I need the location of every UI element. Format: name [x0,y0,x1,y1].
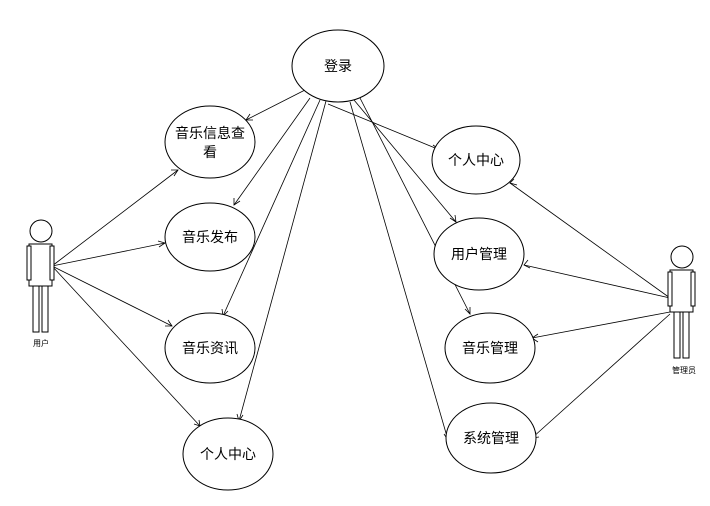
actor-left-leg [32,285,40,333]
edge-login-personal-center-user [238,100,327,422]
use-case-ellipse[interactable] [433,217,525,291]
actor-body [28,243,53,287]
arrowhead [233,198,241,206]
use-case-ellipse[interactable] [431,125,521,195]
use-case-label-line2: 看 [203,145,217,161]
use-case-label: 登录 [324,59,352,75]
actor-head [670,245,694,269]
actor-admin[interactable]: 管理员 [667,245,696,375]
use-case-music-management[interactable]: 音乐管理 [444,312,536,384]
actor-label: 管理员 [672,365,696,375]
use-case-music-publish[interactable]: 音乐发布 [164,202,256,272]
arrowhead [523,259,531,269]
edges [51,89,671,441]
edge-admin-personal-center-admin [509,182,671,299]
actor-right-arm [49,245,55,281]
actor-left-arm [26,245,32,281]
edge-user-music-info-view [51,169,179,267]
use-case-ellipse[interactable] [182,417,274,491]
actor-right-leg [41,285,49,333]
use-case-label: 音乐资讯 [182,340,238,357]
use-case-ellipse[interactable] [164,105,256,179]
actor-body [669,269,694,313]
edge-login-system-management [349,101,449,441]
edge-user-music-publish [51,242,166,267]
use-case-label: 个人中心 [200,447,256,463]
actor-right-arm [690,271,696,307]
edge-user-personal-center-user [51,265,201,427]
edge-login-music-news [222,99,321,317]
edge-admin-user-management [523,264,671,299]
edge-admin-music-management [531,311,671,339]
edge-admin-system-management [531,313,671,439]
use-case-ellipse[interactable] [164,202,256,272]
use-case-label: 用户管理 [451,246,507,263]
actor-left-leg [673,311,681,359]
edge-user-music-news [51,265,173,327]
actor-user[interactable]: 用户 [26,219,55,348]
use-case-user-management[interactable]: 用户管理 [433,217,525,291]
arrowhead [449,214,457,223]
actor-label: 用户 [33,338,49,348]
actor-head [29,219,53,243]
use-case-ellipse[interactable] [444,312,536,384]
actor-left-arm [667,271,673,307]
arrowhead [171,169,179,177]
use-case-music-info-view[interactable]: 音乐信息查 看 [164,105,256,179]
use-case-system-management[interactable]: 系统管理 [445,402,537,474]
arrowhead [157,240,166,248]
arrowhead [464,307,471,315]
use-case-label: 音乐发布 [182,229,238,246]
use-case-label: 音乐管理 [462,340,518,357]
arrowhead [165,319,173,327]
use-case-personal-center-admin[interactable]: 个人中心 [431,125,521,195]
use-case-label-line1: 音乐信息查 [175,125,245,142]
use-case-ellipse[interactable] [291,29,385,103]
use-case-label: 系统管理 [463,431,519,447]
use-case-music-news[interactable]: 音乐资讯 [164,312,256,384]
edge-login-music-info-view [245,89,306,121]
edge-login-personal-center-admin [327,103,441,151]
use-case-ellipse[interactable] [164,312,256,384]
arrowhead [509,178,518,186]
actor-right-leg [682,311,690,359]
use-case-personal-center-user[interactable]: 个人中心 [182,417,274,491]
use-case-ellipse[interactable] [445,402,537,474]
edge-login-music-publish [233,97,311,206]
use-case-login[interactable]: 登录 [291,29,385,103]
use-case-label: 个人中心 [448,153,504,169]
